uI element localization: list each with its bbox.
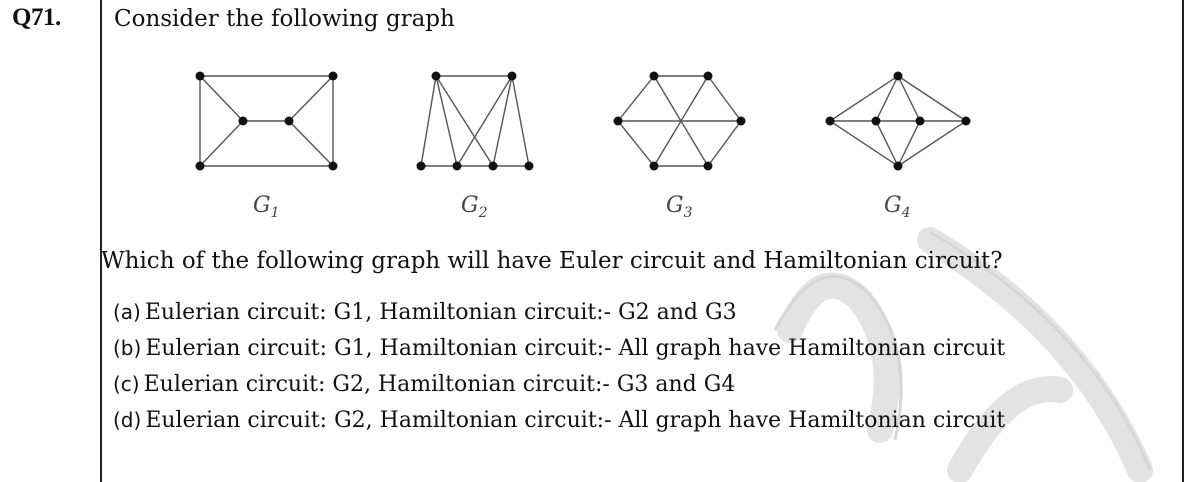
option-letter: (c)	[113, 372, 140, 396]
option-letter: (b)	[113, 336, 142, 360]
option-text: Eulerian circuit: G2, Hamiltonian circui…	[145, 408, 1006, 433]
option-d[interactable]: (d)Eulerian circuit: G2, Hamiltonian cir…	[113, 403, 1005, 439]
graph-g4-vertices	[825, 71, 971, 171]
option-c[interactable]: (c)Eulerian circuit: G2, Hamiltonian cir…	[113, 367, 1005, 403]
graph-g1-label: G1	[253, 193, 280, 221]
graph-g4-label: G4	[884, 193, 911, 221]
option-text: Eulerian circuit: G1, Hamiltonian circui…	[145, 336, 1006, 361]
graph-g2-label: G2	[461, 193, 488, 221]
question-stem: Consider the following graph	[114, 6, 455, 32]
answer-options: (a)Eulerian circuit: G1, Hamiltonian cir…	[113, 295, 1005, 439]
graph-g3-edges	[617, 75, 742, 167]
graph-g2-edges	[420, 75, 530, 167]
question-number: Q71.	[12, 4, 61, 31]
graph-g2-vertices	[416, 71, 534, 171]
graph-g4-edges	[829, 75, 967, 167]
option-a[interactable]: (a)Eulerian circuit: G1, Hamiltonian cir…	[113, 295, 1005, 331]
option-letter: (a)	[113, 300, 141, 324]
graph-g3-vertices	[613, 71, 746, 171]
right-border	[1182, 0, 1184, 482]
graph-g1-vertices	[195, 71, 338, 171]
option-letter: (d)	[113, 408, 142, 432]
option-text: Eulerian circuit: G1, Hamiltonian circui…	[144, 300, 737, 325]
column-divider	[100, 0, 102, 482]
graph-g1-edges	[199, 75, 334, 167]
option-b[interactable]: (b)Eulerian circuit: G1, Hamiltonian cir…	[113, 331, 1005, 367]
graph-figure: G1 G2 G3 G4	[195, 71, 971, 221]
question-prompt: Which of the following graph will have E…	[101, 248, 1003, 274]
option-text: Eulerian circuit: G2, Hamiltonian circui…	[143, 372, 736, 397]
graph-g3-label: G3	[666, 193, 693, 221]
